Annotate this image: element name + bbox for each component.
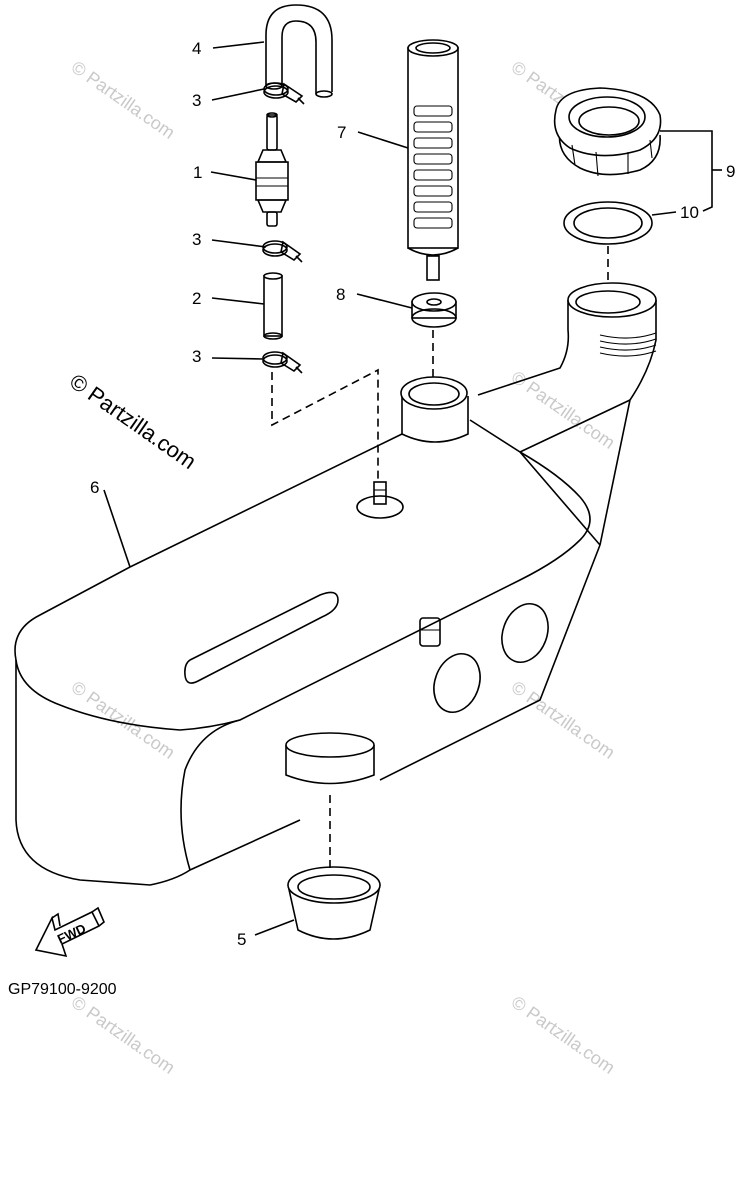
callout-7: 7 (337, 123, 346, 142)
callout-3-bottom: 3 (192, 347, 201, 366)
callout-labels: 4 3 1 3 2 3 7 8 9 10 6 5 (90, 39, 735, 949)
callout-4: 4 (192, 39, 201, 58)
part-3-clamp-bottom (262, 351, 303, 374)
fwd-arrow-icon: FWD (34, 906, 105, 958)
diagram-code: GP79100-9200 (8, 981, 117, 998)
assembly-lines (271, 246, 609, 868)
callout-1: 1 (193, 163, 202, 182)
part-3-clamp-middle (262, 240, 303, 263)
watermark-main: © Partzilla.com (65, 369, 201, 475)
watermark-faint-4: © Partzilla.com (68, 677, 179, 763)
part-10-gasket (563, 201, 653, 245)
part-7-strainer (407, 39, 459, 281)
watermark-faint-1: © Partzilla.com (68, 57, 179, 143)
part-2-hose (263, 272, 283, 340)
part-8-grommet (411, 292, 457, 328)
callout-8: 8 (336, 285, 345, 304)
callout-6: 6 (90, 478, 99, 497)
callout-2: 2 (192, 289, 201, 308)
watermark-faint-5: © Partzilla.com (508, 677, 619, 763)
callout-5: 5 (237, 930, 246, 949)
leader-lines (103, 41, 722, 936)
callout-10: 10 (680, 203, 699, 222)
faint-watermarks: © Partzilla.com © Partzilla.com © Partzi… (68, 57, 619, 1078)
callout-3-middle: 3 (192, 230, 201, 249)
watermark-faint-7: © Partzilla.com (508, 992, 619, 1078)
part-9-filler-cap (553, 87, 662, 177)
callout-9: 9 (726, 162, 735, 181)
watermark-faint-6: © Partzilla.com (68, 992, 179, 1078)
part-5-bottom-cap (287, 866, 381, 940)
part-3-clamp-top (263, 82, 305, 105)
part-6-fuel-tank (14, 282, 657, 886)
part-1-fuel-filter (255, 112, 289, 227)
callout-3-top: 3 (192, 91, 201, 110)
